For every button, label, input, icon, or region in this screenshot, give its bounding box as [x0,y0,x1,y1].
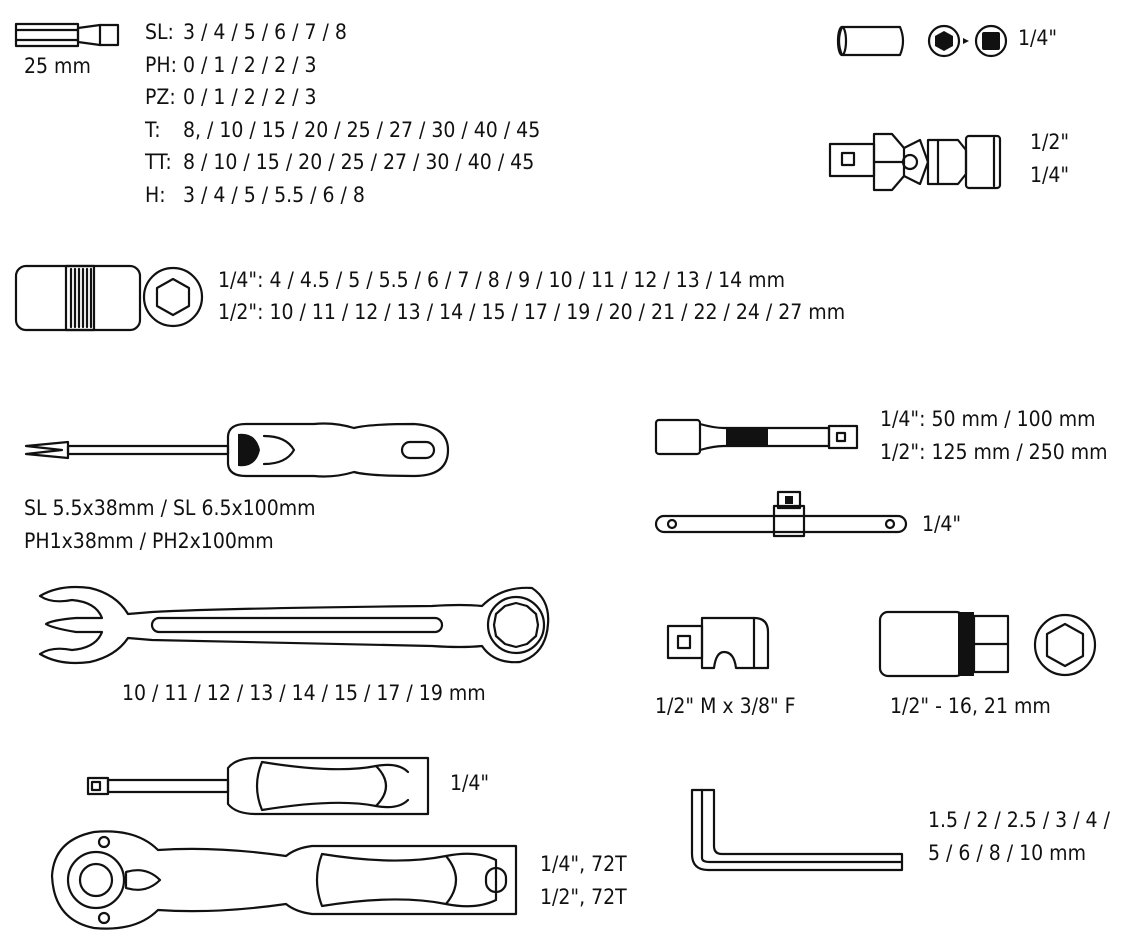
socket-sizes-quarter: 1/4": 4 / 4.5 / 5 / 5.5 / 6 / 7 / 8 / 9 … [218,268,785,292]
spark-plug-socket-label: 1/2" - 16, 21 mm [890,694,1051,718]
extension-bar-icon [654,414,860,460]
bit-row-pz: PZ:0 / 1 / 2 / 2 / 3 [145,85,317,109]
socket-side-icon [14,264,144,332]
bit-row-ph: PH:0 / 1 / 2 / 2 / 3 [145,53,317,77]
reducer-label: 1/2" M x 3/8" F [655,694,796,718]
combination-wrench-label: 10 / 11 / 12 / 13 / 14 / 15 / 17 / 19 mm [122,681,486,705]
bit-row-h: H:3 / 4 / 5 / 5.5 / 6 / 8 [145,183,365,207]
bit-handle-label: 1/4" [450,771,490,795]
socket-sizes-half: 1/2": 10 / 11 / 12 / 13 / 14 / 15 / 17 /… [218,300,846,324]
spark-plug-socket-icon [878,610,1012,678]
universal-joint-icon [828,128,1008,196]
bit-row-tt: TT:8 / 10 / 15 / 20 / 25 / 27 / 30 / 40 … [145,150,535,174]
ratchet-label-2: 1/2", 72T [540,885,627,909]
screwdriver-label-1: SL 5.5x38mm / SL 6.5x100mm [24,496,316,520]
screwdriver-label-2: PH1x38mm / PH2x100mm [24,529,274,553]
screwdriver-icon [24,418,454,484]
t-bar-label: 1/4" [922,512,962,536]
bit-adapter-label: 1/4" [1018,26,1058,50]
ratchet-label-1: 1/4", 72T [540,852,627,876]
socket-hex-icon [142,266,204,328]
reducer-adapter-icon [664,614,772,672]
bit-row-sl: SL:3 / 4 / 5 / 6 / 7 / 8 [145,20,347,44]
bit-handle-icon [86,752,436,820]
hex-key-label-2: 5 / 6 / 8 / 10 mm [928,841,1086,865]
bit-adapter-icon [834,24,1014,58]
screwdriver-bit-icon [14,22,122,48]
spark-plug-socket-hex-icon [1032,612,1098,678]
ratchet-icon [46,826,526,934]
extension-bar-label-1: 1/4": 50 mm / 100 mm [880,407,1096,431]
universal-joint-label-bottom: 1/4" [1030,163,1070,187]
bit-row-t: T:8, / 10 / 15 / 20 / 25 / 27 / 30 / 40 … [145,118,541,142]
hex-key-icon [688,786,910,876]
bit-length-label: 25 mm [24,54,91,78]
combination-wrench-icon [32,584,552,666]
hex-key-label-1: 1.5 / 2 / 2.5 / 3 / 4 / [928,808,1110,832]
t-bar-icon [654,486,912,542]
extension-bar-label-2: 1/2": 125 mm / 250 mm [880,440,1108,464]
universal-joint-label-top: 1/2" [1030,130,1070,154]
